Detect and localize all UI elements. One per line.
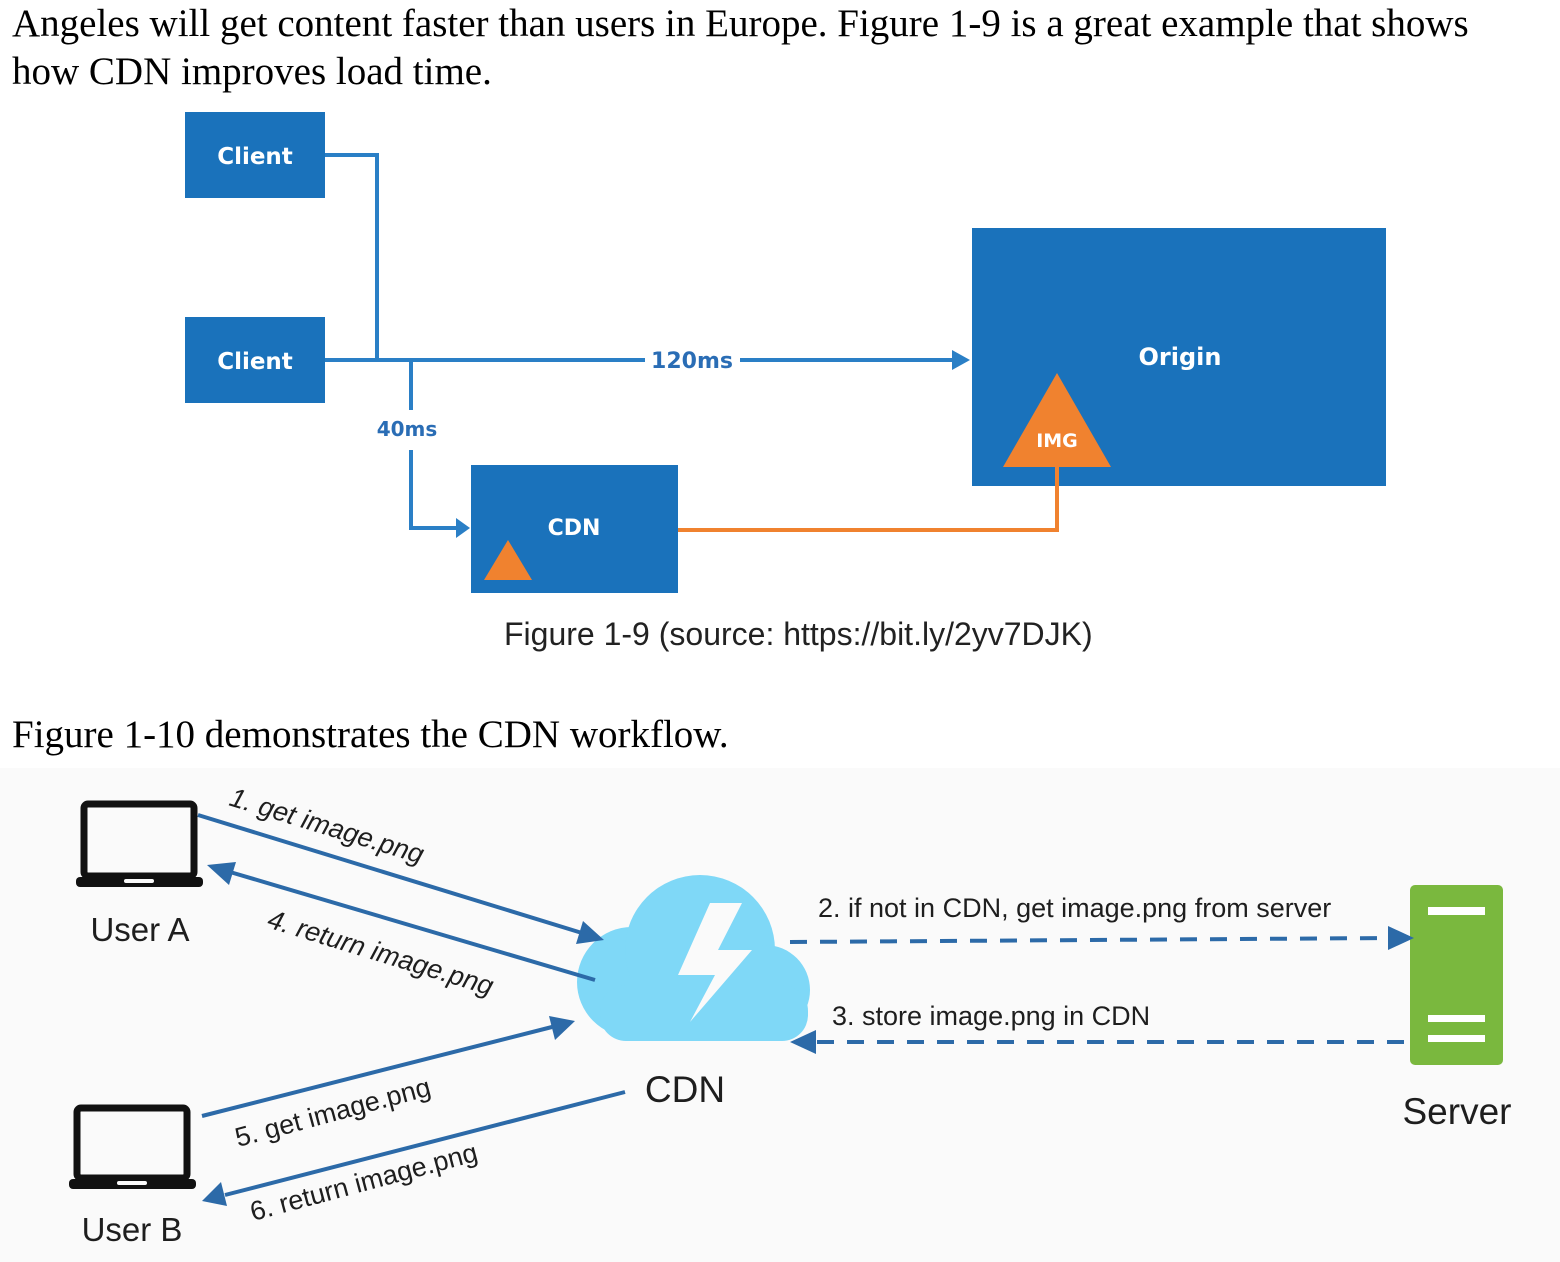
connector-lines [324, 153, 955, 530]
img-triangle-icon [1003, 373, 1111, 467]
client-top-label: Client [217, 144, 293, 170]
arrow-step-2 [789, 936, 1393, 944]
server-label: Server [1403, 1091, 1512, 1132]
client-box-top [185, 112, 325, 198]
arrow-step-4 [229, 870, 596, 982]
cdn-triangle-icon [484, 540, 532, 580]
latency-origin-label: 120ms [651, 349, 733, 374]
step-3-label: 3. store image.png in CDN [832, 1001, 1150, 1031]
arrow-head-step-2 [1388, 926, 1414, 950]
origin-label: Origin [1139, 343, 1222, 371]
cloud-lightning-icon [577, 875, 810, 1041]
arrow-head-step-3 [790, 1030, 816, 1054]
server-icon [1410, 885, 1503, 1065]
arrow-head-step-5 [549, 1016, 575, 1040]
intro-line-1: Angeles will get content faster than use… [12, 2, 1469, 45]
origin-cdn-link [678, 462, 1059, 532]
arrow-step-1 [197, 813, 583, 935]
arrow-head-step-1 [576, 921, 604, 944]
cdn-box-label: CDN [548, 516, 601, 541]
intro-line-2: how CDN improves load time. [12, 50, 492, 93]
laptop-icon [76, 800, 203, 887]
latency-cdn-label: 40ms [377, 417, 438, 441]
arrow-head-origin [952, 350, 970, 370]
figure-1-9-caption: Figure 1-9 (source: https://bit.ly/2yv7D… [504, 616, 1093, 652]
arrow-step-5 [201, 1025, 553, 1118]
laptop-icon [69, 1104, 196, 1189]
user-b-label: User B [82, 1211, 183, 1248]
img-badge-label: IMG [1036, 430, 1078, 452]
step-2-label: 2. if not in CDN, get image.png from ser… [818, 893, 1331, 923]
figure-1-10-intro: Figure 1-10 demonstrates the CDN workflo… [12, 713, 729, 756]
arrow-head-cdn [456, 518, 470, 538]
cdn-label: CDN [645, 1069, 725, 1110]
arrow-step-6 [224, 1090, 626, 1197]
intro-paragraph: Angeles will get content faster than use… [12, 0, 1557, 96]
figure-1-9-diagram: Client Client Origin IMG CDN 120ms 40ms [185, 112, 1386, 593]
client-bottom-label: Client [217, 349, 293, 375]
arrow-head-step-6 [202, 1182, 227, 1206]
user-a-label: User A [90, 911, 189, 948]
arrow-head-step-4 [207, 862, 236, 885]
client-box-bottom [185, 317, 325, 403]
